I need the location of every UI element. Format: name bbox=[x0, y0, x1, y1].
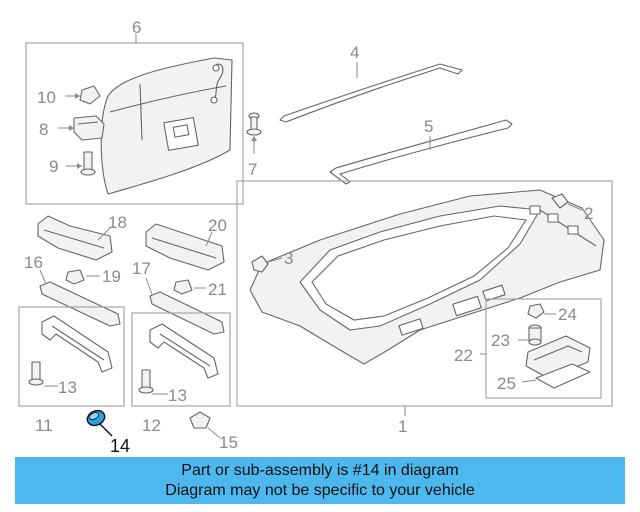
callout-7: 7 bbox=[248, 160, 257, 179]
visor-bracket-part bbox=[73, 115, 105, 141]
visor-screw-part bbox=[83, 151, 93, 171]
callout-23: 23 bbox=[491, 331, 510, 350]
callout-18: 18 bbox=[108, 213, 127, 232]
left-handle-area bbox=[37, 215, 121, 327]
callout-24: 24 bbox=[558, 305, 577, 324]
headliner-group bbox=[236, 180, 613, 416]
grab-handle-11-part bbox=[41, 315, 113, 373]
visor-clip-part bbox=[79, 85, 101, 105]
info-banner: Part or sub-assembly is #14 in diagram D… bbox=[15, 457, 625, 504]
parts-diagram: 6 10 8 9 7 4 5 2 3 18 20 16 19 17 21 13 … bbox=[18, 18, 613, 455]
callout-8: 8 bbox=[39, 120, 48, 139]
callout-13b: 13 bbox=[168, 386, 187, 405]
clip-2-part bbox=[551, 193, 569, 209]
callout-2: 2 bbox=[584, 204, 593, 223]
callout-20: 20 bbox=[208, 216, 227, 235]
callout-3: 3 bbox=[284, 249, 293, 268]
map-lamp-22-frame bbox=[485, 298, 602, 399]
map-lamp-22-group bbox=[480, 298, 602, 399]
callout-5: 5 bbox=[424, 117, 433, 136]
callout-17: 17 bbox=[132, 259, 151, 278]
callout-19: 19 bbox=[102, 267, 121, 286]
grab-handle-12-frame bbox=[131, 312, 231, 407]
callout-22: 22 bbox=[454, 346, 473, 365]
grab-handle-12-part bbox=[149, 323, 219, 379]
bulb-24-part bbox=[527, 303, 545, 319]
part-15-group bbox=[189, 411, 221, 439]
callout-25: 25 bbox=[497, 374, 516, 393]
grab-handle-11-group bbox=[18, 306, 125, 407]
callout-16: 16 bbox=[24, 253, 43, 272]
clip-3-part bbox=[251, 255, 269, 273]
callout-15: 15 bbox=[219, 433, 238, 452]
callout-11: 11 bbox=[35, 416, 53, 435]
grab-handle-11-frame bbox=[18, 306, 125, 407]
roof-molding-5-part bbox=[329, 119, 513, 185]
roof-molding-4-part bbox=[279, 63, 463, 123]
callout-21: 21 bbox=[208, 280, 227, 299]
sun-visor-group bbox=[25, 34, 244, 205]
screw-13b-part bbox=[141, 369, 151, 389]
callout-9: 9 bbox=[49, 157, 58, 176]
headliner-frame bbox=[236, 180, 613, 407]
clip-19-part bbox=[65, 269, 85, 285]
bar-16-part bbox=[39, 281, 121, 327]
callout-14: 14 bbox=[110, 436, 130, 455]
screw-7-group bbox=[246, 112, 262, 154]
callout-1: 1 bbox=[398, 417, 407, 436]
callout-13a: 13 bbox=[58, 378, 77, 397]
bracket-20-part bbox=[145, 223, 225, 271]
middle-handle-area bbox=[145, 223, 225, 335]
banner-line-2: Diagram may not be specific to your vehi… bbox=[165, 481, 475, 499]
bracket-18-part bbox=[37, 215, 113, 261]
part-14-group bbox=[86, 409, 113, 437]
molding-group bbox=[279, 62, 513, 185]
callout-4: 4 bbox=[350, 43, 359, 62]
sun-visor-frame bbox=[25, 42, 244, 205]
grab-handle-12-group bbox=[131, 312, 231, 407]
clip-21-part bbox=[173, 279, 193, 295]
cap-15-part bbox=[189, 411, 211, 429]
screw-13a-part bbox=[31, 361, 41, 381]
lens-25-part bbox=[535, 363, 591, 389]
callout-10: 10 bbox=[37, 88, 56, 107]
banner-line-1: Part or sub-assembly is #14 in diagram bbox=[181, 461, 459, 479]
callout-12: 12 bbox=[142, 416, 161, 435]
callout-6: 6 bbox=[132, 18, 141, 37]
